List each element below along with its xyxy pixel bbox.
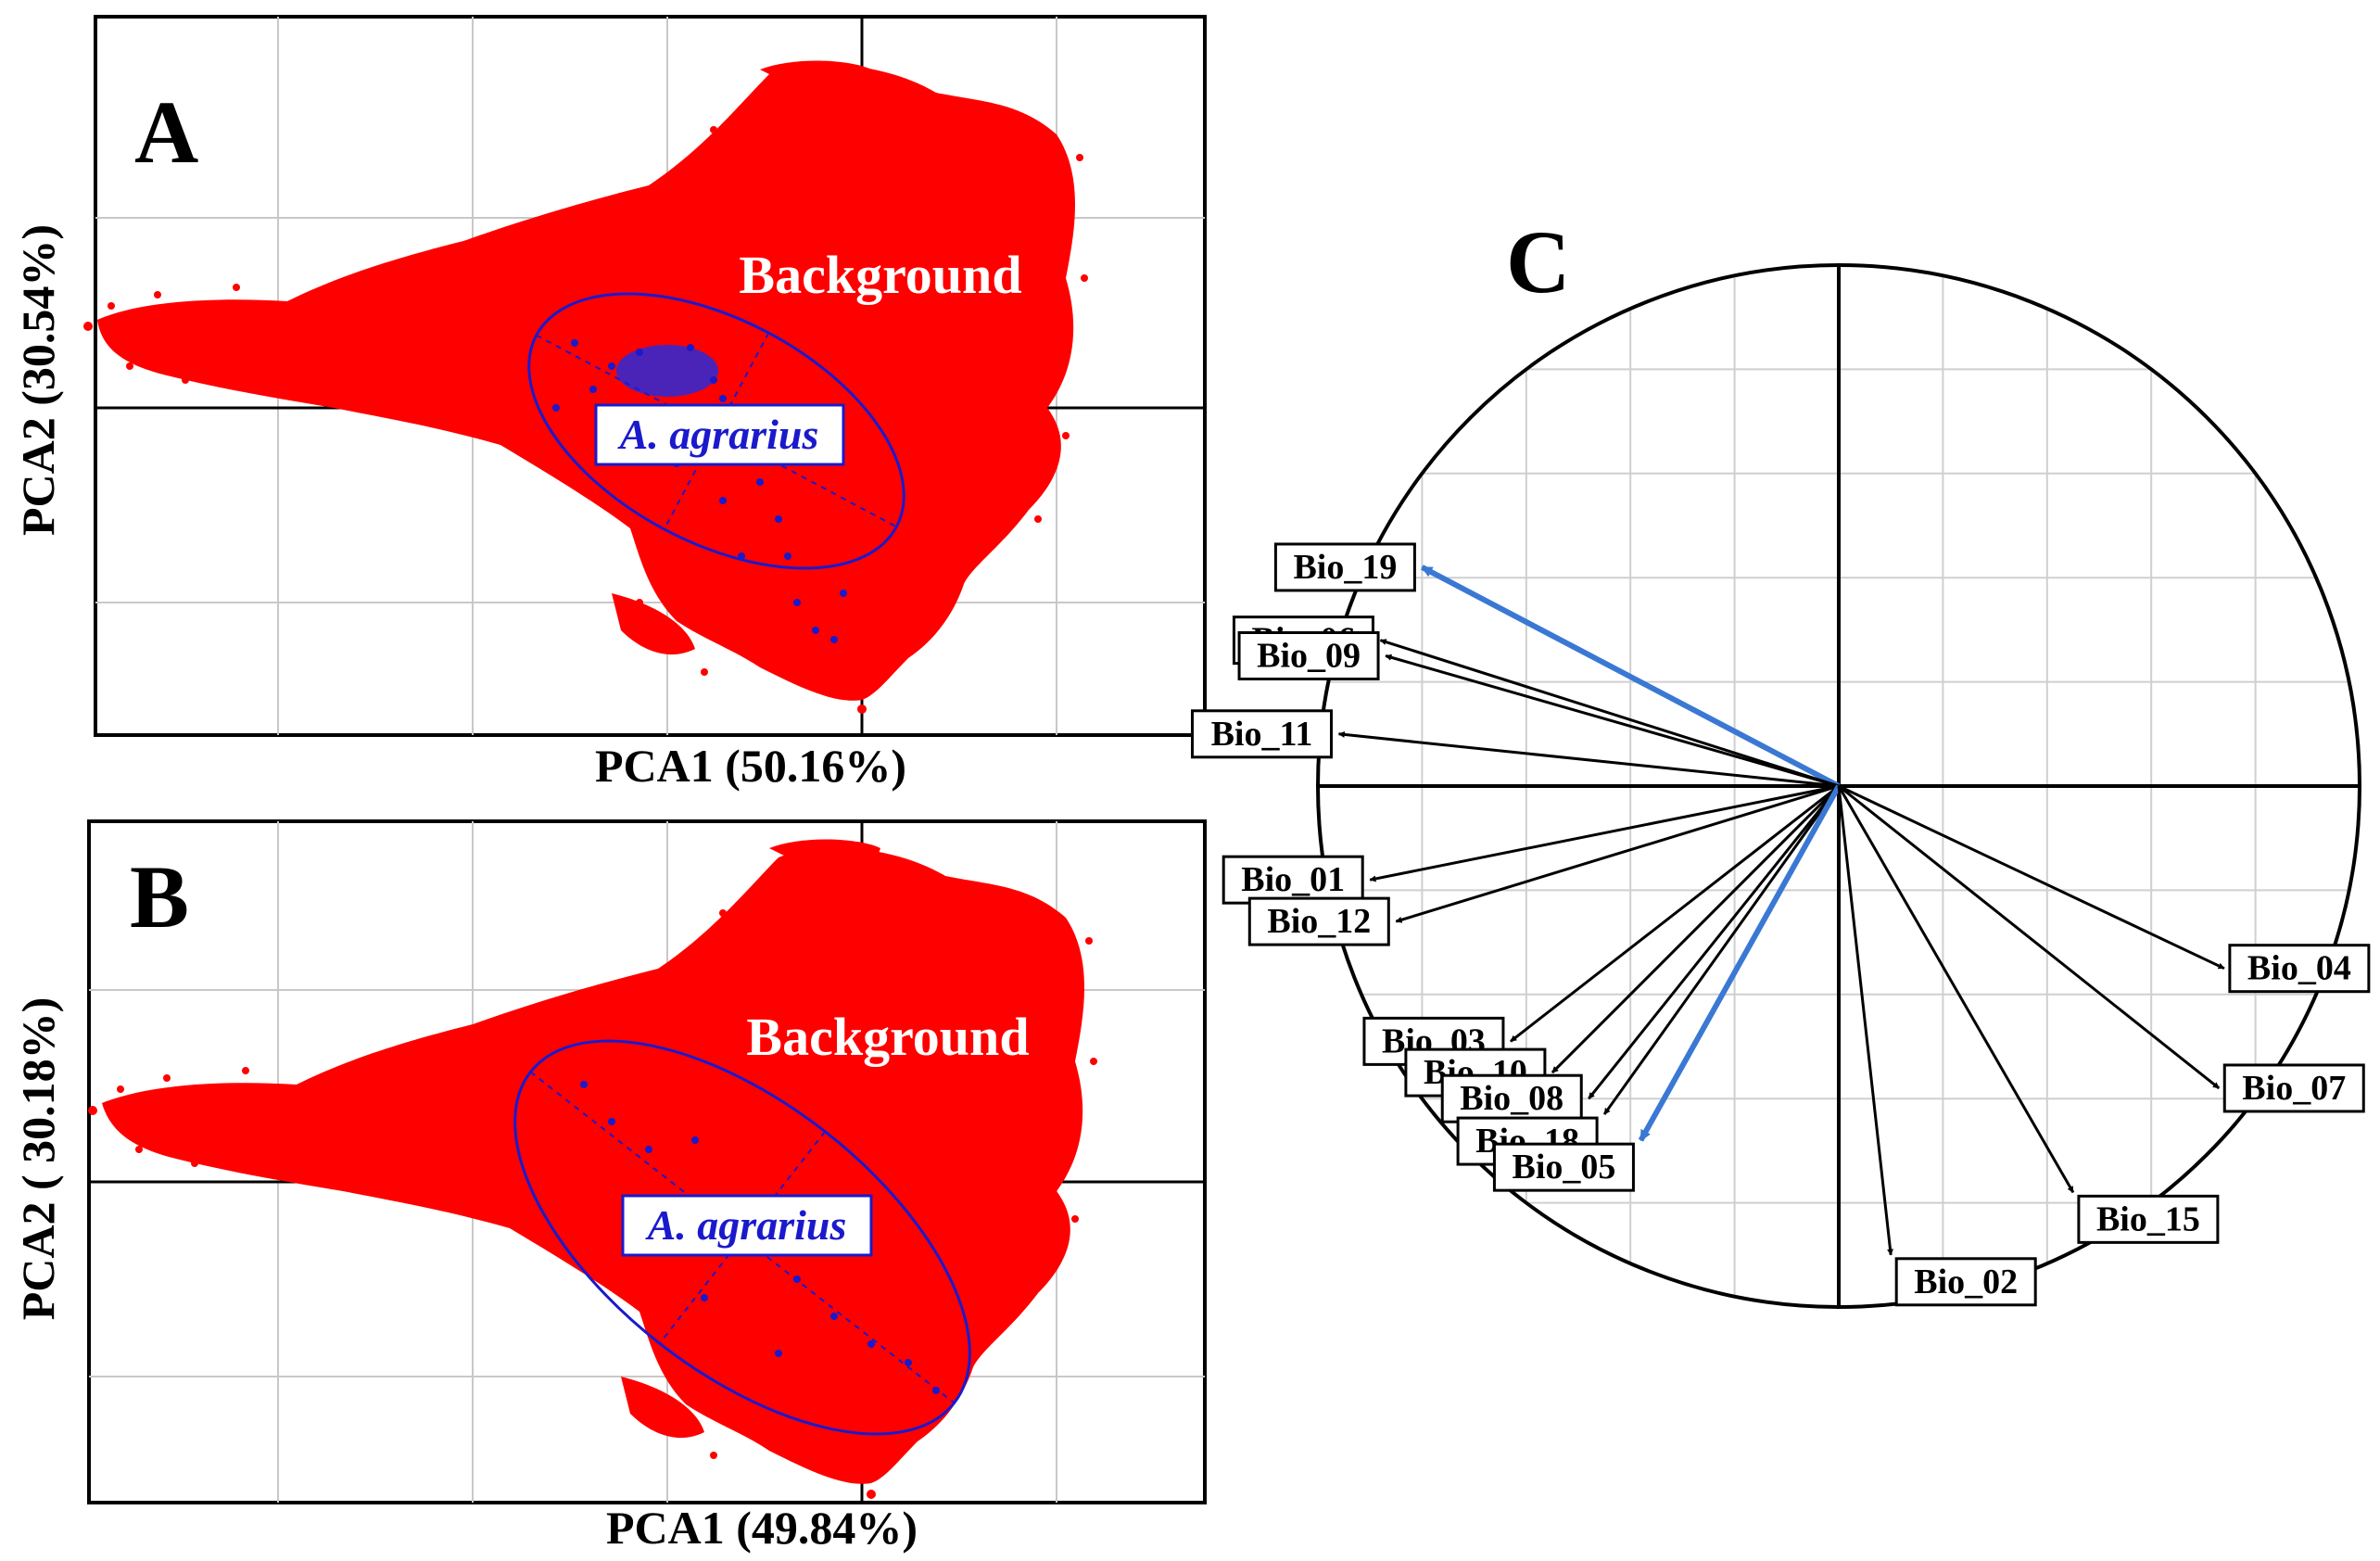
panel-b-letter: B — [130, 847, 189, 946]
label-box — [2222, 1063, 2365, 1113]
vector-bio-19 — [1421, 565, 1841, 789]
panel-b-ylabel: PCA2 ( 30.18%) — [12, 997, 64, 1321]
vector-bio-08 — [1588, 785, 1841, 1100]
label-text: Bio_15 — [2096, 1199, 2200, 1238]
panel-c-vectors — [1337, 565, 2225, 1256]
panel-a-xlabel: PCA1 (50.16%) — [595, 740, 906, 792]
label-text: Bio_08 — [1460, 1079, 1563, 1118]
label-box — [2077, 1194, 2220, 1244]
panel-b-scatter: A. agrarius Background B PCA1 (49.84%) P… — [12, 819, 1207, 1554]
label-box — [1273, 542, 1416, 592]
panel-a-scatter-dust — [83, 98, 1088, 714]
label-bio-05: Bio_05 — [1492, 1142, 1635, 1192]
vector-bio-03 — [1510, 784, 1840, 1043]
label-box — [2228, 944, 2371, 994]
vector-bio-11 — [1337, 730, 1840, 788]
label-text: Bio_11 — [1211, 715, 1313, 754]
label-bio-11: Bio_11 — [1190, 709, 1333, 759]
label-box — [1894, 1257, 2037, 1307]
label-bio-15: Bio_15 — [2077, 1194, 2220, 1244]
label-bio-09: Bio_09 — [1237, 631, 1380, 680]
vector-bio-05 — [1638, 784, 1842, 1142]
label-text: Bio_09 — [1257, 637, 1361, 676]
panel-b-species-label: A. agrarius — [645, 1201, 847, 1249]
vector-bio-15 — [1837, 785, 2075, 1194]
label-bio-01: Bio_01 — [1222, 855, 1364, 905]
panel-a-species-label-box — [594, 403, 845, 466]
panel-b-xlabel: PCA1 (49.84%) — [606, 1502, 918, 1554]
panel-a-species-label: A. agrarius — [617, 411, 819, 458]
panel-a-letter: A — [134, 82, 198, 182]
label-box — [1237, 631, 1380, 680]
panel-a-background-label: Background — [739, 245, 1021, 305]
label-text: Bio_04 — [2247, 949, 2351, 988]
label-text: Bio_05 — [1512, 1148, 1615, 1187]
vector-bio-12 — [1395, 784, 1840, 923]
label-box — [1247, 896, 1390, 946]
label-bio-02: Bio_02 — [1894, 1257, 2037, 1307]
vector-bio-09 — [1385, 654, 1840, 788]
label-bio-19: Bio_19 — [1273, 542, 1416, 592]
panel-c-labels: Bio_19Bio_06Bio_09Bio_11Bio_01Bio_12Bio_… — [1190, 542, 2371, 1307]
vector-bio-06 — [1379, 639, 1840, 788]
label-text: Bio_02 — [1914, 1263, 2018, 1301]
vector-bio-10 — [1551, 784, 1841, 1074]
label-text: Bio_12 — [1267, 902, 1371, 941]
vector-bio-04 — [1838, 784, 2225, 971]
label-text: Bio_19 — [1293, 548, 1397, 587]
panel-b-species-label-box — [621, 1194, 873, 1257]
label-text: Bio_07 — [2242, 1069, 2346, 1108]
panel-a-ylabel: PCA2 (30.54%) — [12, 224, 64, 536]
vector-bio-02 — [1837, 785, 1893, 1256]
panel-b-background-points — [88, 839, 1097, 1499]
label-box — [1492, 1142, 1635, 1192]
label-bio-04: Bio_04 — [2228, 944, 2371, 994]
panel-b-scatter-dust — [88, 882, 1097, 1499]
label-bio-08: Bio_08 — [1440, 1073, 1583, 1123]
vector-bio-18 — [1602, 785, 1841, 1115]
label-bio-12: Bio_12 — [1247, 896, 1390, 946]
panel-c-correlation-circle: Bio_19Bio_06Bio_09Bio_11Bio_01Bio_12Bio_… — [1190, 212, 2371, 1309]
label-text: Bio_01 — [1241, 860, 1345, 899]
panel-b-background-label: Background — [746, 1007, 1029, 1067]
vector-bio-07 — [1838, 784, 2221, 1090]
panel-a-scatter: A. agrarius Background A PCA1 (50.16%) P… — [12, 15, 1207, 792]
label-box — [1190, 709, 1333, 759]
label-bio-07: Bio_07 — [2222, 1063, 2365, 1113]
panel-c-letter: C — [1506, 212, 1570, 311]
panel-a-background-points — [83, 60, 1088, 714]
vector-bio-01 — [1369, 784, 1840, 882]
